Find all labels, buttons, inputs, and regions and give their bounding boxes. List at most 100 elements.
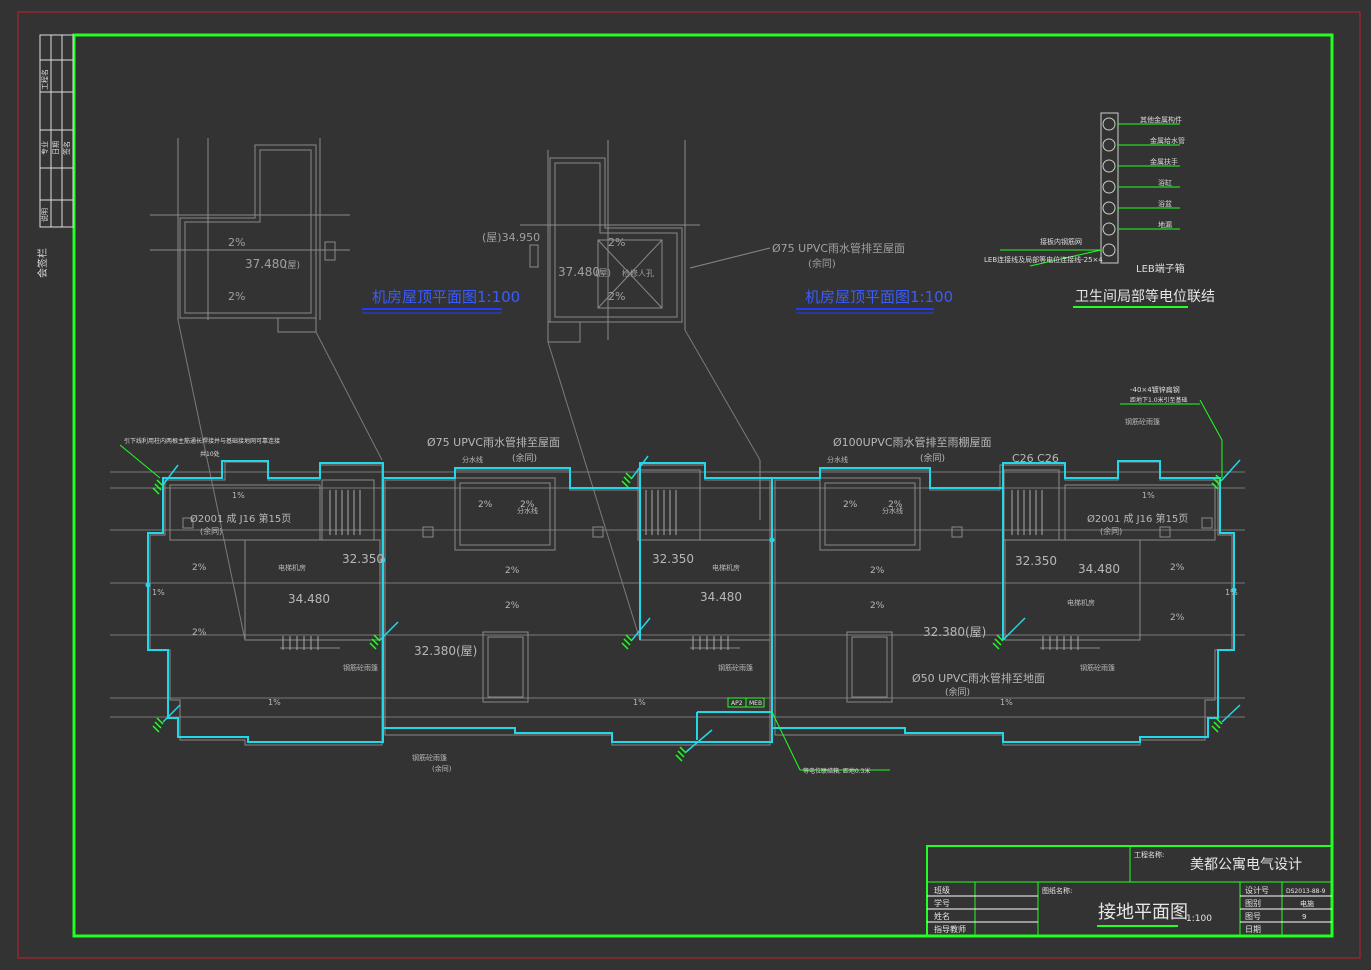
slope-r: 1% [152, 588, 165, 597]
slope-a: 2% [192, 563, 207, 573]
sidebar-cell-5: 说明 [40, 208, 49, 222]
sidebar-cell-3: 日期 [52, 141, 60, 155]
top-right-pipe-note-2: (余同) [808, 257, 836, 270]
tb-project-label: 工程名称: [1134, 850, 1164, 859]
note-left-leader: 引下线利用柱内两根主筋通长焊接并与基础接地网可靠连接 [124, 437, 280, 445]
elev-8: 32.380(屋) [923, 625, 986, 639]
top-right-roof-view [520, 140, 700, 343]
top-left-title: 机房屋顶平面图1:100 [372, 288, 520, 306]
leb-lead-label: 接板内钢筋网 [1040, 237, 1082, 246]
slope-e: 2% [505, 566, 520, 576]
leb-conn-1: 其他金属构件 [1140, 115, 1182, 124]
note-split-4: 分水线 [882, 506, 903, 515]
inner-frame [72, 33, 1334, 938]
ap2-label: AP2 [731, 700, 743, 707]
signature-sidebar [39, 34, 74, 228]
elev-5: 34.480 [700, 590, 742, 604]
slope-j: 2% [870, 601, 885, 611]
ground-bond-dots [145, 537, 1237, 593]
ground-symbols [152, 472, 1223, 762]
slope-m: 1% [232, 491, 245, 500]
note-split-1: 分水线 [462, 455, 483, 464]
room-3: 电梯机房 [1067, 598, 1095, 607]
tb-left-4: 指导教师 [934, 924, 966, 934]
ground-conductor [147, 460, 1235, 743]
sidebar-cell-4: 签名 [62, 141, 71, 155]
meb-label: MEB [749, 700, 762, 707]
meb-box [745, 697, 765, 708]
note-drain-right-2: (余同) [1100, 526, 1122, 536]
note-split-3: 分水线 [517, 506, 538, 515]
title-block [926, 845, 1333, 937]
leb-conn-3: 金属扶手 [1150, 157, 1178, 166]
note-pipe-50-2: (余同) [945, 686, 970, 698]
tb-right-value-1: DS2013-88-9 [1286, 888, 1326, 895]
note-drain-left: Ø2001 成 J16 第15页 [190, 512, 291, 525]
note-pipe-50: Ø50 UPVC雨水管排至地面 [912, 671, 1045, 685]
top-right-elevation-note: (屋) [595, 268, 611, 279]
note-gutter-bottom: 钢筋砼雨篷 [412, 753, 447, 762]
elev-7: 32.380(屋) [414, 644, 477, 658]
slope-f: 2% [505, 601, 520, 611]
note-drain-left-2: (余同) [200, 526, 222, 536]
note-pipe-100: Ø100UPVC雨水管排至雨棚屋面 [833, 435, 992, 449]
note-bonding: 等电位联结箱, 距地0.3米 [803, 767, 870, 775]
slope-i: 2% [870, 566, 885, 576]
leb-box-label: LEB端子箱 [1136, 262, 1185, 275]
tb-right-label-4: 日期 [1245, 925, 1261, 934]
tb-drawing-label: 图纸名称: [1042, 886, 1072, 895]
note-drain-right: Ø2001 成 J16 第15页 [1087, 512, 1188, 525]
slope-s: 1% [1225, 588, 1238, 597]
slope-c: 2% [478, 500, 493, 510]
slope-q: 1% [1142, 491, 1155, 500]
top-left-elevation-note: (屋) [284, 260, 300, 271]
note-split-2: 分水线 [827, 455, 848, 464]
tb-project: 美都公寓电气设计 [1190, 856, 1302, 873]
top-right-upper-elevation: (屋)34.950 [482, 231, 540, 244]
tb-right-label-3: 图号 [1245, 912, 1261, 921]
note-gutter-bottom-2: (余同) [432, 764, 452, 773]
top-left-slope-top: 2% [228, 236, 245, 249]
slope-k: 2% [1170, 563, 1185, 573]
room-1: 电梯机房 [278, 563, 306, 572]
leb-conn-5: 浴盆 [1158, 199, 1172, 208]
elev-2: 32.350 [652, 552, 694, 566]
sidebar-vertical-label: 会签栏 [36, 248, 49, 278]
top-right-title: 机房屋顶平面图1:100 [805, 288, 953, 306]
canopy-1: 钢筋砼雨篷 [343, 663, 378, 672]
leaders [119, 399, 1223, 771]
top-right-elevation: 37.480 [558, 265, 600, 279]
sidebar-cell-2: 专业 [40, 141, 49, 155]
note-pipe-75: Ø75 UPVC雨水管排至屋面 [427, 435, 560, 449]
note-pipe-100-2: (余同) [920, 452, 945, 464]
tb-right-value-3: 9 [1302, 913, 1306, 921]
top-right-center-text: 检修人孔 [622, 268, 654, 278]
top-left-elevation: 37.480 [245, 257, 287, 271]
tb-scale: 1:100 [1186, 914, 1212, 924]
leb-detail [1000, 112, 1180, 267]
canopy-3: 钢筋砼雨篷 [1080, 663, 1115, 672]
note-gutter-top: 钢筋砼雨篷 [1125, 417, 1160, 426]
plan-grid [110, 319, 1245, 718]
leb-conn-4: 浴缸 [1158, 178, 1172, 187]
top-right-slope-bottom: 2% [608, 290, 625, 303]
leb-conn-2: 金属给水管 [1150, 136, 1185, 145]
slope-g: 2% [843, 500, 858, 510]
down-conductor-markers [162, 455, 1241, 753]
elev-4: 34.480 [288, 592, 330, 606]
slope-n: 1% [268, 698, 281, 707]
top-left-slope-bottom: 2% [228, 290, 245, 303]
top-right-slope-top: 2% [608, 236, 625, 249]
sidebar-cell-1: 工程名 [40, 69, 49, 90]
slope-b: 2% [192, 628, 207, 638]
note-pipe-75-2: (余同) [512, 452, 537, 464]
slope-p: 1% [1000, 698, 1013, 707]
note-top-right-leader: -40×4镀锌扁钢 [1130, 385, 1180, 394]
slope-o: 1% [633, 698, 646, 707]
stair-hatches [282, 490, 1079, 650]
top-right-pipe-note: Ø75 UPVC雨水管排至屋面 [772, 241, 905, 255]
tb-right-value-2: 电施 [1300, 899, 1314, 908]
tb-right-label-2: 图别 [1245, 899, 1261, 908]
top-left-roof-view [150, 138, 350, 333]
